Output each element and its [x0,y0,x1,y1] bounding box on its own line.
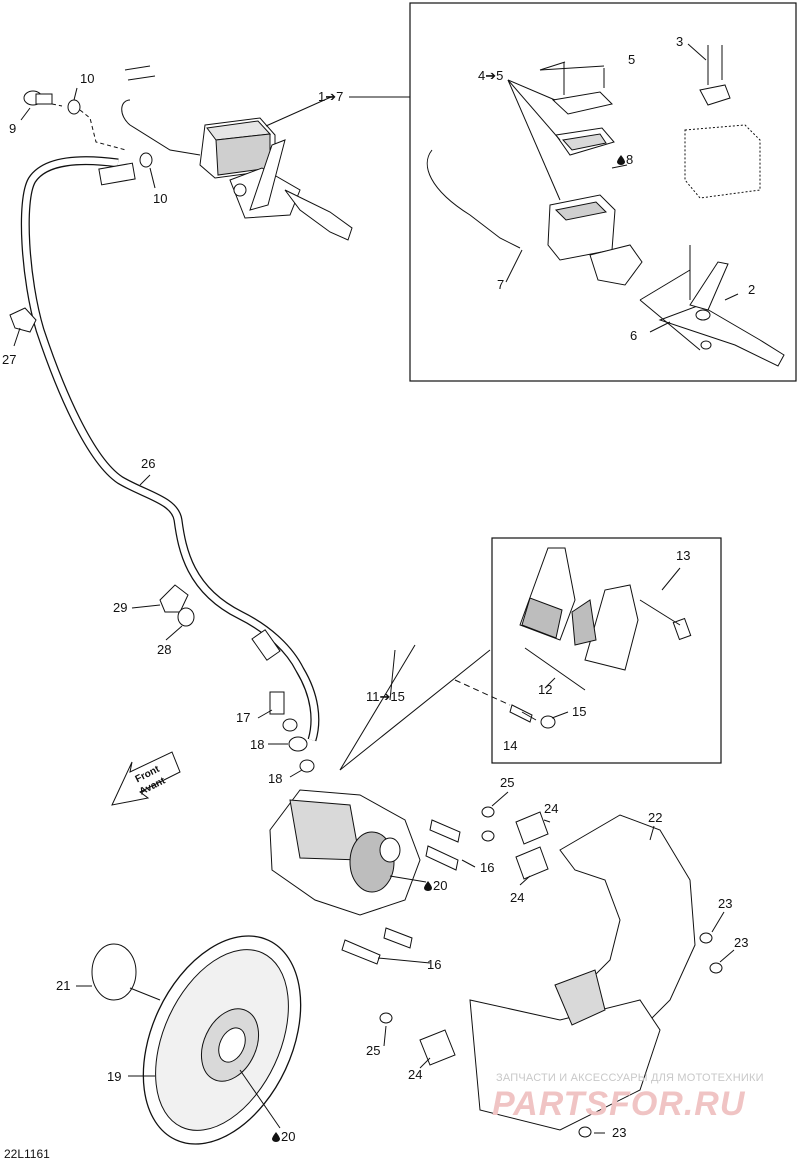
o-ring [91,943,137,1001]
callout-19: 19 [107,1069,122,1084]
grommet [177,607,195,627]
callout-8: 8 [617,153,633,167]
callout-4-to-5: 4➔5 [478,68,504,83]
callout-8-number: 8 [626,152,634,167]
callout-20-number: 20 [281,1129,296,1144]
mounting-bolt [481,830,495,842]
spacer [515,811,549,845]
callout-24-middle: 24 [510,890,525,905]
callout-17: 17 [236,710,251,725]
hose-fitting-top [98,162,136,186]
guide-pin [429,819,461,843]
callout-2: 2 [748,282,756,297]
washer [67,99,81,115]
callout-9: 9 [9,121,17,136]
callout-22: 22 [648,810,663,825]
hose-clip [9,307,37,333]
guide-pin [383,927,413,949]
callout-21: 21 [56,978,71,993]
callout-6: 6 [630,328,638,343]
fluid-drop-icon [424,881,432,891]
master-cylinder-assembly [122,66,352,240]
guard-screw [578,1126,592,1138]
callout-29: 29 [113,600,128,615]
spacer [515,846,549,880]
detail-master-cylinder [427,45,784,366]
callout-5: 5 [628,52,636,67]
watermark-logo: PARTSFOR.RU [492,1085,746,1123]
guide-pin [341,939,381,965]
callout-1-to-7: 1➔7 [318,89,344,104]
bleeder-bolt [269,691,285,715]
sealing-washer [299,759,315,773]
brake-caliper [270,645,490,915]
sealing-washer [282,718,298,732]
callout-10-bottom: 10 [153,191,168,206]
callout-18-lower: 18 [268,771,283,786]
brake-disc [112,911,332,1166]
fluid-drop-icon [617,155,625,165]
bleed-cap [540,715,556,729]
callout-16-upper: 16 [480,860,495,875]
callout-28: 28 [157,642,172,657]
front-arrow [111,751,181,806]
callout-20-caliper: 20 [424,879,447,893]
hose-retainer-clip [159,584,189,613]
callout-12: 12 [538,682,553,697]
callout-24-lower: 24 [408,1067,423,1082]
sealing-washer [288,736,308,752]
callout-24-upper: 24 [544,801,559,816]
brake-pad-detail-frame [491,537,722,764]
callout-25-upper: 25 [500,775,515,790]
diagram-reference-code: 22L1161 [4,1147,50,1161]
master-cylinder-detail-frame [409,2,797,382]
callout-10-top: 10 [80,71,95,86]
guard-screw [709,962,723,974]
guard-screw [699,932,713,944]
callout-20-number: 20 [433,878,448,893]
callout-23-middle: 23 [734,935,749,950]
callout-13: 13 [676,548,691,563]
banjo-bolt [24,91,52,105]
washer [139,152,153,168]
callout-7: 7 [497,277,505,292]
callout-27: 27 [2,352,17,367]
callout-23-lower: 23 [612,1125,627,1140]
spacer [419,1029,456,1066]
watermark-tagline: ЗАПЧАСТИ И АКСЕССУАРЫ ДЛЯ МОТОТЕХНИКИ [496,1072,764,1084]
mounting-bolt [379,1012,393,1024]
bleed-screw [509,704,533,723]
callout-11-to-15: 11➔15 [366,689,405,704]
callout-3: 3 [676,34,684,49]
mounting-bolt [481,806,495,818]
callout-23-upper: 23 [718,896,733,911]
callout-14: 14 [503,738,518,753]
fluid-drop-icon [272,1132,280,1142]
callout-25-lower: 25 [366,1043,381,1058]
disc-guard [470,815,695,1130]
callout-26: 26 [141,456,156,471]
callout-16-lower: 16 [427,957,442,972]
callout-18-upper: 18 [250,737,265,752]
callout-15: 15 [572,704,587,719]
brake-pads [520,548,691,690]
callout-20-disc: 20 [272,1130,295,1144]
hose-fitting-bottom [251,629,281,661]
guide-pin [425,845,459,871]
